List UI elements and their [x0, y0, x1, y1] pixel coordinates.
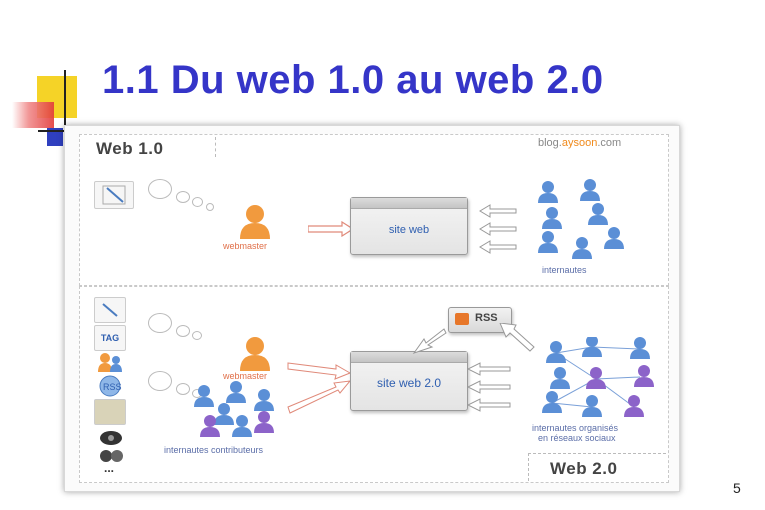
editor-tool-icon — [94, 181, 134, 209]
social-network-icon — [542, 337, 654, 417]
window-titlebar — [351, 352, 467, 363]
network-arrows-icon — [412, 323, 535, 412]
thought-bubble — [176, 191, 190, 203]
thought-bubble — [148, 371, 172, 391]
media-icon — [100, 450, 123, 462]
social-label-line2: en réseaux sociaux — [538, 433, 616, 443]
slide-title: 1.1 Du web 1.0 au web 2.0 — [102, 58, 604, 102]
phone-icon — [100, 431, 122, 445]
rss-label: RSS — [475, 312, 498, 324]
thought-bubble — [192, 331, 202, 340]
thought-bubble — [176, 325, 190, 337]
thought-bubble — [148, 179, 172, 199]
site-web-2-label: site web 2.0 — [376, 376, 442, 390]
divider — [215, 137, 217, 157]
svg-text:RSS: RSS — [103, 382, 122, 392]
tag-icon: TAG — [94, 325, 126, 351]
internautes-group-icon — [538, 179, 624, 259]
decor-blue-square — [47, 128, 63, 146]
divider — [528, 453, 666, 455]
map-icon — [94, 399, 126, 425]
decor-red-bar — [12, 102, 54, 128]
source-credit: blog.aysoon.com — [538, 137, 622, 149]
social-label-line1: internautes organisés — [532, 423, 619, 433]
web2-panel: TAG RSS ... webmaster — [79, 286, 669, 483]
web1-heading: Web 1.0 — [96, 139, 164, 158]
web2-heading: Web 2.0 — [550, 459, 618, 478]
thought-bubble — [206, 203, 214, 211]
decor-vertical-line — [64, 70, 66, 142]
messenger-icon: RSS — [99, 375, 122, 397]
editor-tool-icon — [94, 297, 126, 323]
incoming-arrows-icon — [479, 204, 517, 254]
arrow-right-icon — [308, 221, 354, 237]
contributors-label: internautes contributeurs — [164, 445, 264, 455]
site-web-window: site web — [350, 197, 468, 255]
webmaster-person-icon — [240, 205, 270, 239]
webmaster-label: webmaster — [223, 371, 268, 381]
thought-bubble — [176, 383, 190, 395]
users-tool-icon — [98, 353, 122, 372]
window-titlebar — [351, 198, 467, 209]
contributors-group-icon — [194, 381, 274, 437]
rss-feed-box: RSS — [448, 307, 512, 333]
web1-panel: Web 1.0 blog.aysoon.com webmaster site w… — [79, 134, 669, 286]
site-web-label: site web — [388, 224, 430, 236]
webmaster-person-icon — [240, 337, 270, 371]
arrows-to-site-icon — [287, 362, 352, 414]
more-tools-ellipsis: ... — [104, 461, 115, 475]
web-comparison-figure: Web 1.0 blog.aysoon.com webmaster site w… — [64, 125, 680, 492]
thought-bubble — [192, 197, 203, 207]
page-number: 5 — [733, 480, 741, 496]
internautes-label: internautes — [542, 265, 587, 275]
thought-bubble — [148, 313, 172, 333]
divider — [528, 453, 530, 481]
webmaster-label: webmaster — [223, 241, 268, 251]
rss-feed-icon — [455, 313, 469, 325]
site-web-2-window: site web 2.0 — [350, 351, 468, 411]
